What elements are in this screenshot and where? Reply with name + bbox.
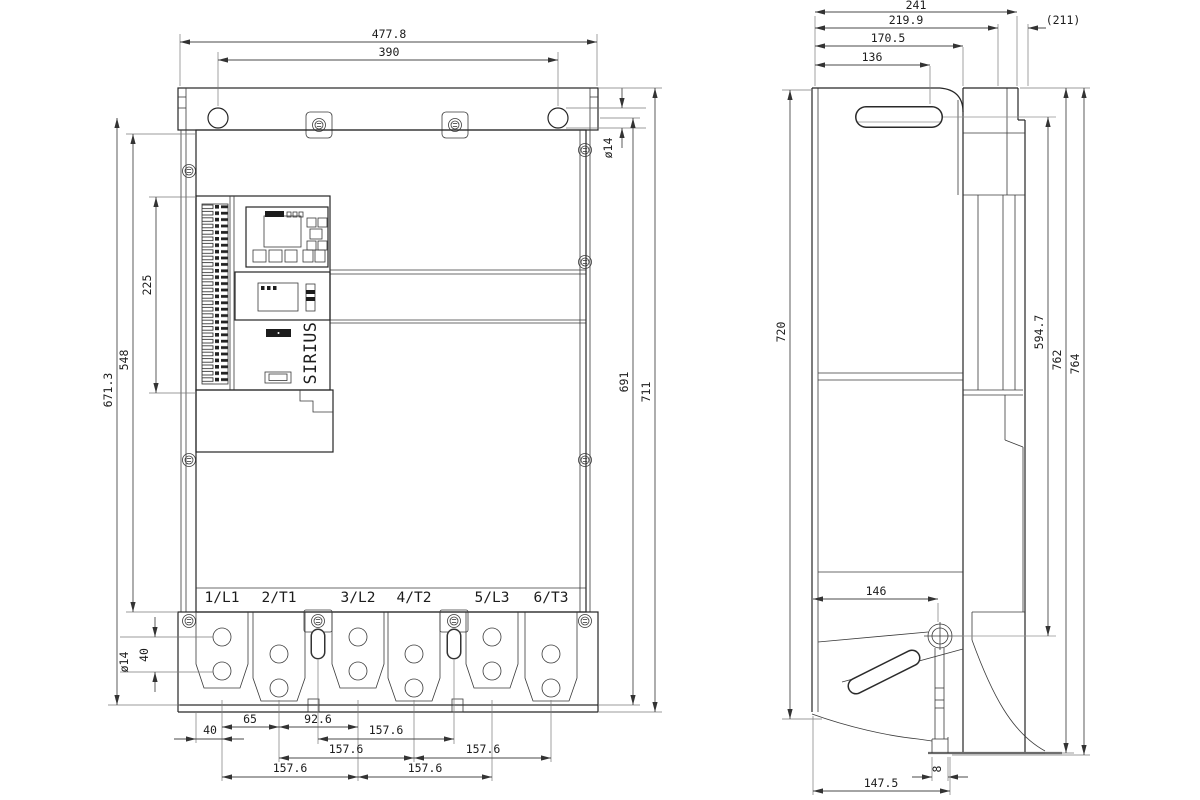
fieldbus-module	[234, 271, 331, 321]
screw-icon	[311, 614, 325, 628]
dim-mount-hole-dia: ø14	[601, 138, 615, 159]
dim-136: 136	[862, 50, 883, 64]
nav-key[interactable]	[317, 217, 328, 228]
dim-hole-spacing-x: 390	[379, 45, 400, 59]
hmi-key-3[interactable]	[284, 249, 298, 263]
front-terminal-section: 1/L1 2/T1 3/L2 4/T2 5/L3 6/T3	[177, 590, 599, 713]
nav-down-key[interactable]	[306, 240, 317, 251]
terminal-label-4: 4/T2	[397, 590, 432, 606]
terminal-label-1: 1/L1	[205, 590, 240, 606]
screw-icon	[578, 614, 592, 628]
dim-65: 65	[243, 712, 257, 726]
screw-icon	[447, 614, 461, 628]
screw-icon	[578, 143, 592, 157]
dim-241: 241	[906, 0, 927, 12]
dim-pitch-c: 157.6	[466, 742, 501, 756]
hmi-key-1[interactable]	[252, 249, 267, 263]
dim-height-548: 548	[117, 350, 131, 371]
front-dimensions: 477.8 390 671.3 548 225 40 ø14 ø14 691	[101, 27, 662, 781]
hmi-key-5[interactable]	[314, 249, 326, 263]
dim-pitch-d: 157.6	[273, 761, 308, 775]
dim-146: 146	[866, 584, 887, 598]
side-dimensions: 241 219.9 (211) 170.5 136 720 594.7 762 …	[774, 0, 1090, 795]
dim-170-5: 170.5	[871, 31, 906, 45]
screw-icon	[578, 255, 592, 269]
front-view: SIRIUS	[101, 27, 662, 781]
terminal-slab	[524, 612, 578, 702]
hmi-display	[263, 215, 302, 248]
front-body	[180, 129, 591, 613]
front-screws	[182, 143, 592, 628]
dim-bottom-hole-dia: ø14	[117, 652, 131, 673]
nav-up-key[interactable]	[306, 217, 317, 228]
screw-icon	[182, 164, 196, 178]
terminal-label-5: 5/L3	[475, 590, 510, 606]
nav-key2[interactable]	[317, 240, 328, 251]
dim-40-x: 40	[203, 723, 217, 737]
front-control-module: SIRIUS	[195, 195, 334, 453]
mount-hole-top-left	[207, 107, 229, 129]
module-bottom-section	[195, 371, 334, 453]
dim-764: 764	[1068, 354, 1082, 375]
dim-pitch-b: 157.6	[329, 742, 364, 756]
nav-center-key[interactable]	[309, 228, 323, 240]
screw-icon	[578, 453, 592, 467]
product-label: SIRIUS	[301, 322, 320, 385]
dim-219-9: 219.9	[889, 13, 924, 27]
mount-hole-top-right	[547, 107, 569, 129]
dim-pitch-a: 157.6	[369, 723, 404, 737]
terminal-slab	[195, 612, 249, 689]
dim-hole-height: 691	[617, 372, 631, 393]
terminal-slab	[465, 612, 519, 689]
dim-total-height: 711	[639, 382, 653, 403]
dim-pitch-e: 157.6	[408, 761, 443, 775]
terminal-label-6: 6/T3	[534, 590, 569, 606]
dim-8: 8	[930, 765, 944, 772]
terminal-slab	[387, 612, 441, 702]
dim-92-6: 92.6	[304, 712, 332, 726]
side-view: 241 219.9 (211) 170.5 136 720 594.7 762 …	[774, 0, 1090, 795]
module-display	[257, 282, 299, 312]
dim-height-671: 671.3	[101, 373, 115, 408]
terminal-slab	[331, 612, 385, 689]
dim-total-width: 477.8	[372, 27, 407, 41]
hmi-panel	[245, 206, 329, 268]
dim-module-height: 225	[140, 275, 154, 296]
terminal-label-2: 2/T1	[262, 590, 297, 606]
screw-icon	[182, 453, 196, 467]
dim-hole-offset-y: 40	[137, 648, 151, 662]
screw-icon	[182, 614, 196, 628]
hmi-key-4[interactable]	[302, 249, 314, 263]
dim-720: 720	[774, 322, 788, 343]
dim-594-7: 594.7	[1032, 315, 1046, 350]
dim-147-5: 147.5	[864, 776, 899, 790]
terminal-slab	[252, 612, 306, 702]
side-bracket	[811, 622, 964, 753]
side-outline	[811, 87, 1062, 755]
terminal-strip	[201, 203, 229, 385]
dim-762: 762	[1050, 350, 1064, 371]
dim-211-ref: (211)	[1046, 13, 1081, 27]
hmi-key-2[interactable]	[268, 249, 283, 263]
connector	[264, 371, 292, 384]
terminal-label-3: 3/L2	[341, 590, 376, 606]
